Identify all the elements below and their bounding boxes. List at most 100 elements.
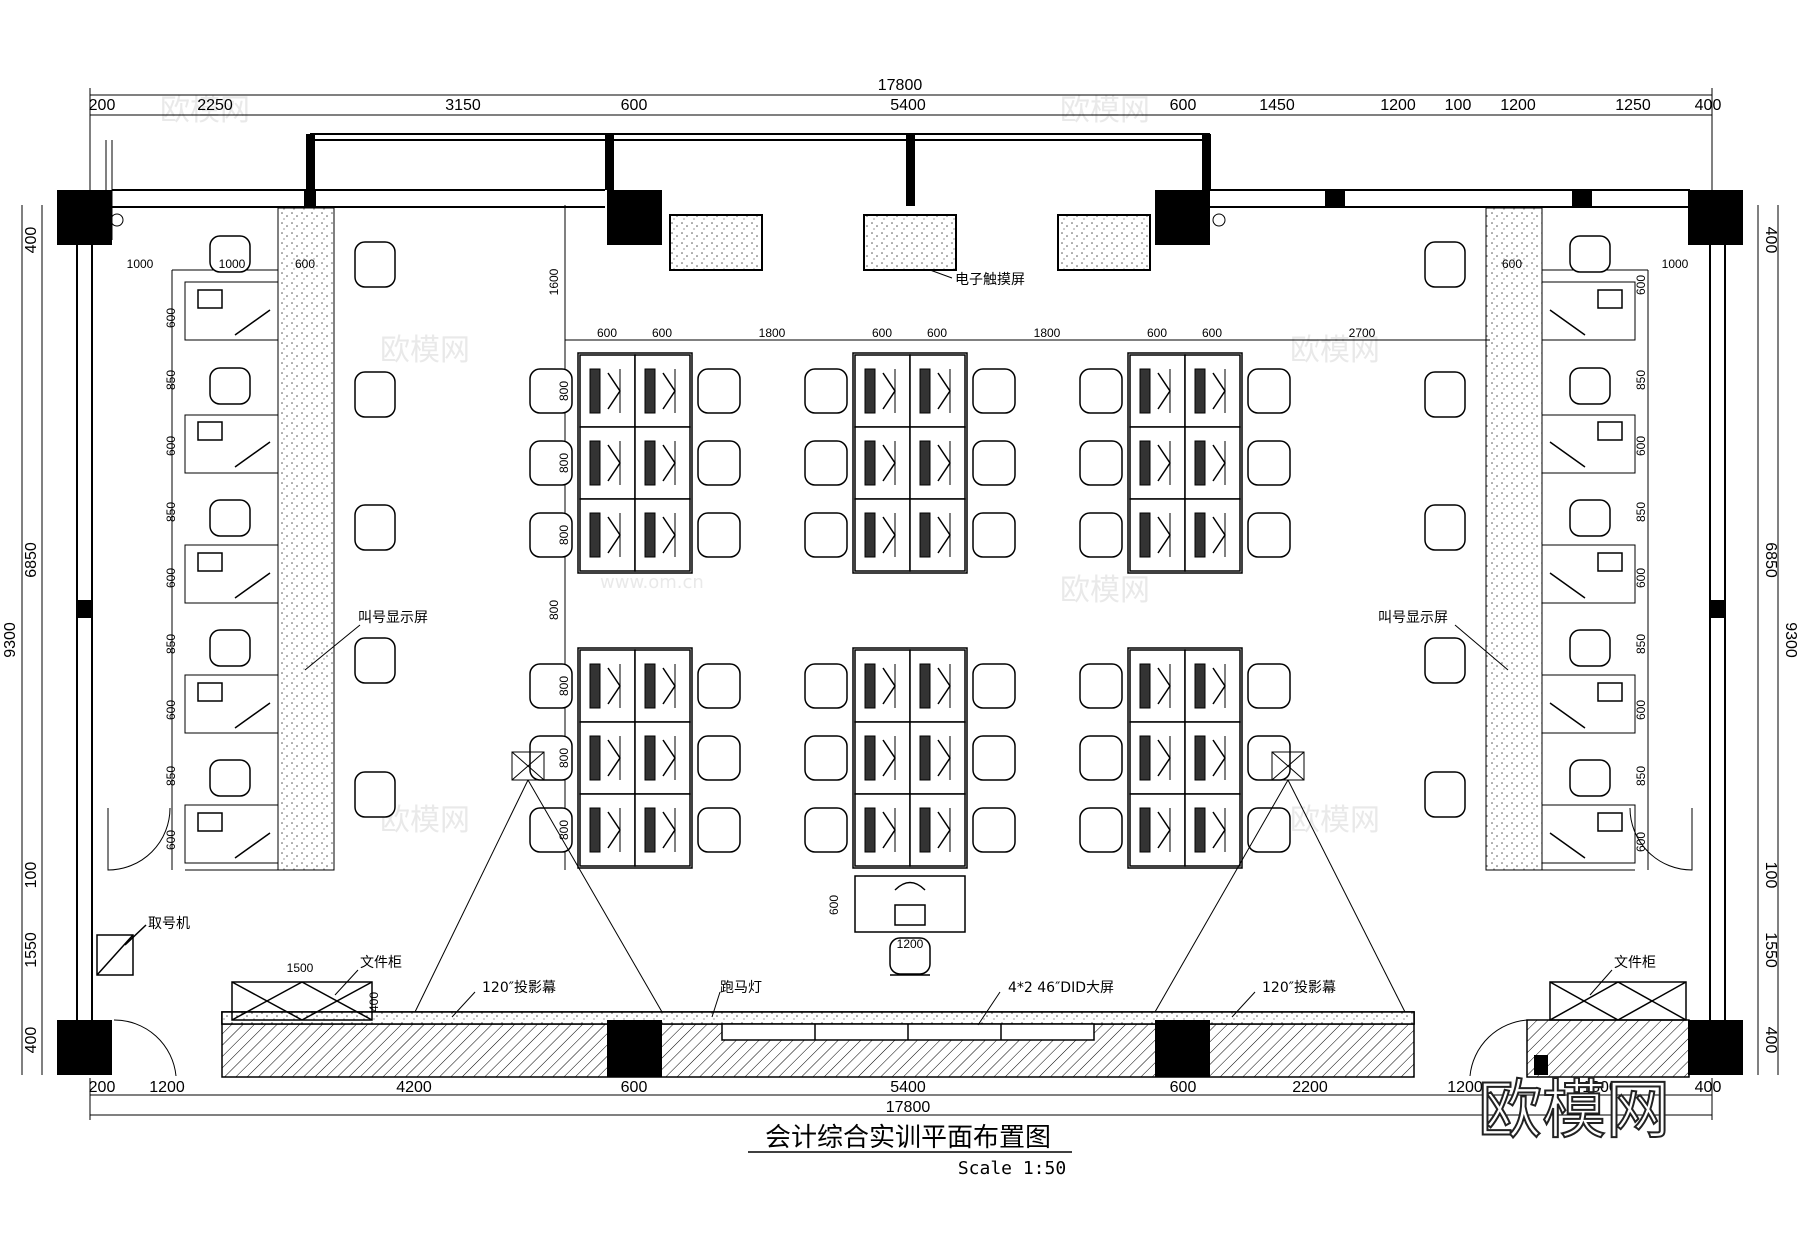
workstation xyxy=(854,721,911,795)
chair xyxy=(1247,735,1291,781)
dim-left-1: 400 xyxy=(23,227,40,254)
right-counter-chairs xyxy=(1569,235,1611,797)
dim-bottom-5: 5400 xyxy=(890,1079,926,1096)
dim-label: 600 xyxy=(652,326,672,340)
projector-beams xyxy=(414,751,1406,1013)
dim-label: 600 xyxy=(164,436,178,456)
dim-label: 600 xyxy=(1634,700,1648,720)
workstation xyxy=(1184,721,1241,795)
workstation xyxy=(634,793,691,867)
chair xyxy=(804,440,848,486)
dim-label: 1800 xyxy=(759,326,786,340)
left-counter-chairs xyxy=(209,235,251,797)
workstation xyxy=(579,649,636,723)
desk-group-frame xyxy=(1127,352,1243,574)
dim-800-gap: 800 xyxy=(547,600,561,620)
dim-bottom-10: 400 xyxy=(1695,1079,1722,1096)
dim-bottom-3: 4200 xyxy=(396,1079,432,1096)
drawing-scale: Scale 1:50 xyxy=(958,1158,1066,1179)
watermark-brand: 欧模网 xyxy=(1060,573,1150,608)
dim-top-11: 1250 xyxy=(1615,97,1651,114)
big-screen-label: 4*2 46″DID大屏 xyxy=(1008,980,1114,996)
workstation xyxy=(634,721,691,795)
marquee-light-label: 跑马灯 xyxy=(720,980,762,996)
chair xyxy=(972,663,1016,709)
workstation xyxy=(634,649,691,723)
doors xyxy=(107,807,1693,1077)
dim-desk-800: 800 xyxy=(557,453,571,473)
workstation xyxy=(909,793,966,867)
dim-desk-800: 800 xyxy=(557,381,571,401)
dim-cabinet-1500: 1500 xyxy=(287,961,314,975)
dim-right-4: 1550 xyxy=(1762,932,1779,968)
desk-group xyxy=(804,647,1016,869)
workstation xyxy=(1129,721,1186,795)
dim-top-12: 400 xyxy=(1695,97,1722,114)
chair xyxy=(1079,368,1123,414)
chair xyxy=(697,368,741,414)
dim-label: 600 xyxy=(164,308,178,328)
workstation xyxy=(1129,498,1186,572)
file-cabinet-right-label: 文件柜 xyxy=(1614,955,1656,971)
chair xyxy=(1247,368,1291,414)
right-visitor-chairs xyxy=(1424,241,1466,818)
workstation xyxy=(1129,793,1186,867)
dim-left-3: 100 xyxy=(23,862,40,889)
chair xyxy=(972,735,1016,781)
dim-label: 850 xyxy=(1634,370,1648,390)
dim-cabinet-400: 400 xyxy=(367,992,381,1012)
dim-label: 2700 xyxy=(1349,326,1376,340)
chair xyxy=(804,512,848,558)
workstation xyxy=(1184,354,1241,428)
watermark-url: www.om.cn xyxy=(600,572,704,593)
dim-label: 850 xyxy=(1634,502,1648,522)
dim-bottom-4: 600 xyxy=(621,1079,648,1096)
chair xyxy=(1079,440,1123,486)
workstation xyxy=(1184,498,1241,572)
dim-left-5: 400 xyxy=(23,1027,40,1054)
bottom-segment-labels: 200 1200 4200 600 5400 600 2200 1200 180… xyxy=(89,1079,1722,1096)
dim-label: 600 xyxy=(164,830,178,850)
dim-label: 1000 xyxy=(219,257,246,271)
drawing-title: 会计综合实训平面布置图 xyxy=(765,1123,1051,1153)
front-columns xyxy=(607,1020,1210,1077)
dim-label: 1000 xyxy=(1662,257,1689,271)
desk-group xyxy=(1079,647,1291,869)
dim-right-5: 400 xyxy=(1762,1027,1779,1054)
workstation xyxy=(909,354,966,428)
dim-top-3: 3150 xyxy=(445,97,481,114)
dim-top-8: 1200 xyxy=(1380,97,1416,114)
dim-total-width-top: 17800 xyxy=(878,77,923,94)
chair xyxy=(804,735,848,781)
dim-label: 600 xyxy=(164,700,178,720)
dim-desk-800: 800 xyxy=(557,525,571,545)
chair xyxy=(697,440,741,486)
chair xyxy=(529,807,573,853)
dim-top-6: 600 xyxy=(1170,97,1197,114)
workstation xyxy=(579,426,636,500)
dim-label: 600 xyxy=(1147,326,1167,340)
dim-label: 850 xyxy=(1634,634,1648,654)
side-dimension-lines xyxy=(21,205,1779,1075)
right-counter-dims: 1000 600 600 850 600 850 600 850 600 850… xyxy=(1502,257,1689,852)
dim-top-2: 2250 xyxy=(197,97,233,114)
dim-label: 850 xyxy=(1634,766,1648,786)
dim-label: 1000 xyxy=(127,257,154,271)
chair xyxy=(804,807,848,853)
right-counter-monitors xyxy=(1549,289,1623,859)
watermark-brand: 欧模网 xyxy=(1290,803,1380,838)
workstation xyxy=(909,721,966,795)
chair xyxy=(529,368,573,414)
watermark-brand: 欧模网 xyxy=(1290,333,1380,368)
walls xyxy=(76,133,1726,1020)
dim-bottom-6: 600 xyxy=(1170,1079,1197,1096)
chair xyxy=(529,735,573,781)
workstation xyxy=(854,498,911,572)
workstation xyxy=(909,426,966,500)
touch-screens xyxy=(669,214,1151,271)
dim-top-4: 600 xyxy=(621,97,648,114)
dim-bottom-7: 2200 xyxy=(1292,1079,1328,1096)
